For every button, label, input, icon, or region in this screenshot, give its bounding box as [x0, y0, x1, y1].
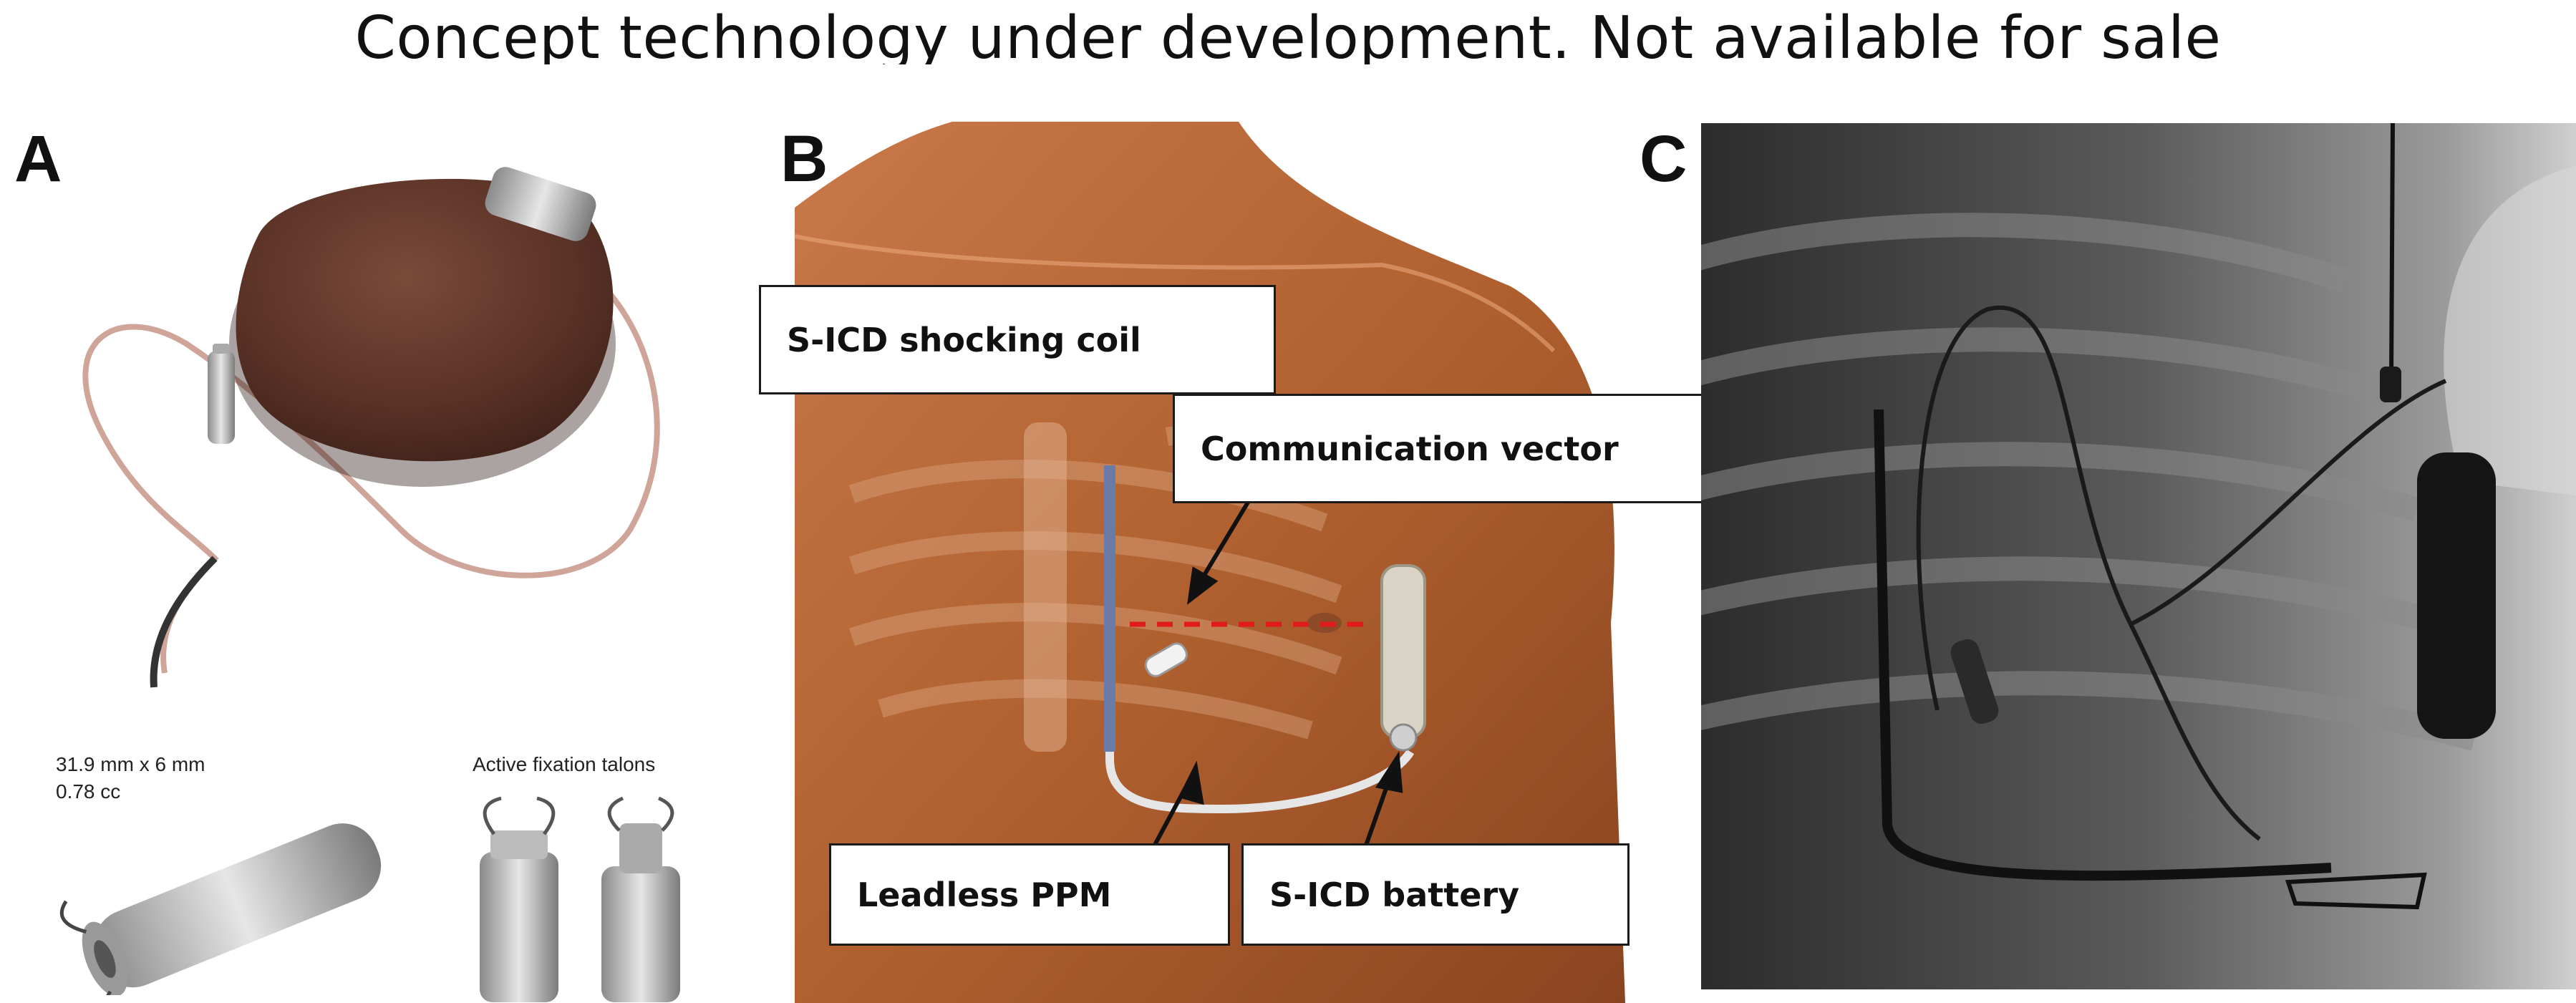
- callout-sicd-battery: S-ICD battery: [1241, 843, 1630, 946]
- callout-leadless-ppm: Leadless PPM: [829, 843, 1230, 946]
- callout-communication-vector: Communication vector: [1173, 394, 1734, 503]
- page-title: Concept technology under development. No…: [354, 4, 2222, 64]
- fixation-talons-closeup: [480, 796, 680, 1002]
- panel-a-letter: A: [14, 122, 62, 195]
- fixation-talons-label: Active fixation talons: [473, 753, 656, 775]
- panel-c-letter: C: [1640, 122, 1688, 195]
- device-dimensions-label: 31.9 mm x 6 mm: [56, 753, 205, 775]
- panel-a-device-photo: [82, 167, 660, 688]
- callout-shocking-coil: S-ICD shocking coil: [759, 285, 1276, 394]
- panel-b-letter: B: [780, 122, 828, 195]
- panel-c-xray: [1701, 123, 2576, 989]
- device-volume-label: 0.78 cc: [56, 780, 121, 803]
- leadless-pacemaker-closeup: [59, 823, 382, 995]
